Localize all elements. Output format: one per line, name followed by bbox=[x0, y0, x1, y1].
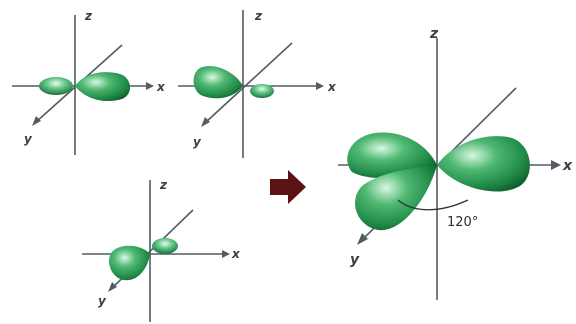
orbital-panel-2: z x y bbox=[178, 9, 337, 158]
y-label: y bbox=[24, 132, 33, 146]
y-label: y bbox=[193, 135, 202, 149]
transformation-arrow-icon bbox=[270, 170, 306, 204]
x-axis-arrow bbox=[551, 160, 561, 170]
y-axis-arrow bbox=[32, 116, 41, 126]
x-label: x bbox=[562, 158, 573, 174]
large-lobe bbox=[75, 72, 130, 101]
small-lobe bbox=[152, 238, 178, 254]
z-label: z bbox=[159, 178, 168, 192]
large-lobe bbox=[194, 66, 243, 98]
x-axis-arrow bbox=[146, 82, 154, 90]
large-lobe bbox=[109, 246, 150, 280]
small-lobe bbox=[250, 84, 274, 98]
z-label: z bbox=[84, 9, 93, 23]
angle-label: 120° bbox=[447, 215, 478, 230]
z-label: z bbox=[254, 9, 263, 23]
small-lobe bbox=[39, 77, 73, 95]
x-label: x bbox=[327, 80, 337, 94]
x-label: x bbox=[156, 80, 166, 94]
x-axis-arrow bbox=[222, 250, 230, 258]
orbital-panel-3: z x y bbox=[82, 178, 241, 322]
z-label: z bbox=[429, 26, 439, 42]
hybrid-orbital-panel: 120° z x y bbox=[338, 26, 573, 300]
y-label: y bbox=[350, 252, 360, 268]
hybrid-lobe-x bbox=[437, 136, 530, 191]
y-label: y bbox=[98, 294, 107, 308]
orbital-panel-1: z x y bbox=[12, 9, 166, 155]
x-label: x bbox=[231, 247, 241, 261]
x-axis-arrow bbox=[316, 82, 324, 90]
